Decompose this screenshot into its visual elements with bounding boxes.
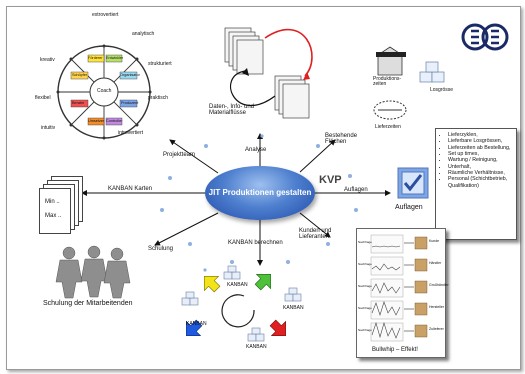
bullwhip-row-label-2: Nachfrage <box>358 262 372 266</box>
wheel-seg-5: Umsetzer <box>88 119 105 123</box>
wheel-outer-bl: intuitiv <box>41 125 56 131</box>
bullwhip-stage-1: Händler <box>429 261 442 265</box>
arrow-kunden <box>299 212 331 238</box>
wheel-seg-4: Controller <box>106 119 123 123</box>
coaching-wheel <box>56 44 152 140</box>
document-stacks <box>224 27 313 119</box>
lieferzeiten-label: Lieferzeiten <box>375 124 401 130</box>
bestehende-text: Bestehende Flächen <box>325 133 358 146</box>
people-icon <box>55 245 131 299</box>
arrow-bestehende <box>299 139 336 173</box>
checkbox-icon <box>397 167 429 199</box>
kunden-label: Kunden und Lieferanten <box>299 228 337 241</box>
list-item: Lieferzeiten ab Bestellung, <box>448 145 516 151</box>
wheel-center-label: Coach <box>97 88 112 94</box>
analyse-label: Analyse <box>245 147 267 153</box>
wheel-seg-1: Entwickler <box>106 56 124 60</box>
wheel-seg-7: Schöpfer <box>72 73 88 77</box>
wheel-seg-2: Organisator <box>120 73 140 77</box>
kanban-label-4: KANBAN <box>246 344 267 350</box>
arrow-schulung <box>154 212 219 246</box>
bullwhip-stage-4: Zulieferer <box>429 327 444 331</box>
bestehende-label: Bestehende Flächen <box>325 133 363 146</box>
bullwhip-stage-2: Großhändler <box>429 283 449 287</box>
wheel-outer-tr: analytisch <box>132 31 155 37</box>
company-logo <box>461 23 509 51</box>
wheel-outer-left: flexibel <box>35 95 51 101</box>
kanban-card-front: Min .. Max .. <box>39 188 71 234</box>
auflagen-label: Auflagen <box>344 187 368 193</box>
datenfluss-text: Daten-, Info- und Materialflüsse <box>209 104 255 117</box>
center-label: JIT Produktionen gestalten <box>208 188 312 197</box>
bullwhip-panel: Nachfrage Nachfrage Nachfrage Nachfrage … <box>356 228 449 358</box>
kvp-label: KVP <box>319 174 342 186</box>
list-item: Set up times, <box>448 151 516 157</box>
produktionszeiten-text: Produktions-zeiten <box>373 76 402 88</box>
projektteam-label: Projektteam <box>163 152 196 158</box>
auflagen-icon-label: Auflagen <box>395 204 423 211</box>
bullwhip-stage-0: Kunde <box>429 239 440 243</box>
list-item: Wartung / Reinigung, <box>448 157 516 163</box>
wheel-outer-tl: kreativ <box>40 57 55 63</box>
kanban-loop <box>181 265 302 342</box>
wheel-seg-3: Produzent <box>121 101 139 105</box>
losgroesse-label: Losgrösse <box>430 87 454 93</box>
arrow-projektteam <box>169 139 219 174</box>
wheel-outer-bottom: introvertiert <box>118 130 144 136</box>
schulung-label: Schulung <box>148 246 174 252</box>
list-item: Unterhalt, <box>448 164 516 170</box>
center-ellipse <box>205 166 315 220</box>
list-item: Lieferzyklen, <box>448 132 516 138</box>
kanban-berechnen-label: KANBAN berechnen <box>228 240 283 246</box>
production-icons <box>373 46 445 120</box>
list-item: Personal (Schichtbetrieb, Qualifikation) <box>448 176 516 189</box>
constraints-list: Lieferzyklen, Lieferbare Losgrössen, Lie… <box>436 132 516 189</box>
bullwhip-row-label-1: Nachfrage <box>358 240 372 244</box>
wheel-outer-br: praktisch <box>148 95 169 101</box>
wheel-outer-top: extrovertiert <box>92 12 119 18</box>
bullwhip-stage-3: Hersteller <box>429 305 444 309</box>
wheel-seg-0: Förderer <box>88 56 103 60</box>
list-item: Lieferbare Losgrössen, <box>448 138 516 144</box>
bullwhip-row-label-4: Nachfrage <box>358 306 372 310</box>
schulung-caption: Schulung der Mitarbeitenden <box>43 300 133 307</box>
kanban-label-1: KANBAN <box>227 282 248 288</box>
bullwhip-caption: Bullwhip – Effekt! <box>372 347 418 353</box>
datenfluss-label: Daten-, Info- und Materialflüsse <box>209 104 257 117</box>
kanban-label-3: KANBAN <box>186 321 207 327</box>
produktionszeiten-label: Produktions-zeiten <box>373 76 407 88</box>
kanban-card-min: Min .. <box>45 199 60 205</box>
kunden-text: Kunden und Lieferanten <box>299 228 332 241</box>
kanban-karten-label: KANBAN Karten <box>108 186 153 192</box>
wheel-seg-6: Berater <box>72 101 85 105</box>
bullwhip-row-label-5: Nachfrage <box>358 328 372 332</box>
orbit-dots <box>160 134 358 272</box>
wheel-outer-right: strukturiert <box>148 61 172 67</box>
kanban-label-2: KANBAN <box>283 305 304 311</box>
kanban-card-max: Max .. <box>45 213 62 219</box>
list-item: Räumliche Verhältnisse, <box>448 170 516 176</box>
bullwhip-row-label-3: Nachfrage <box>358 284 372 288</box>
bullwhip-graphs <box>370 234 428 342</box>
constraints-listbox: Lieferzyklen, Lieferbare Losgrössen, Lie… <box>435 128 517 240</box>
